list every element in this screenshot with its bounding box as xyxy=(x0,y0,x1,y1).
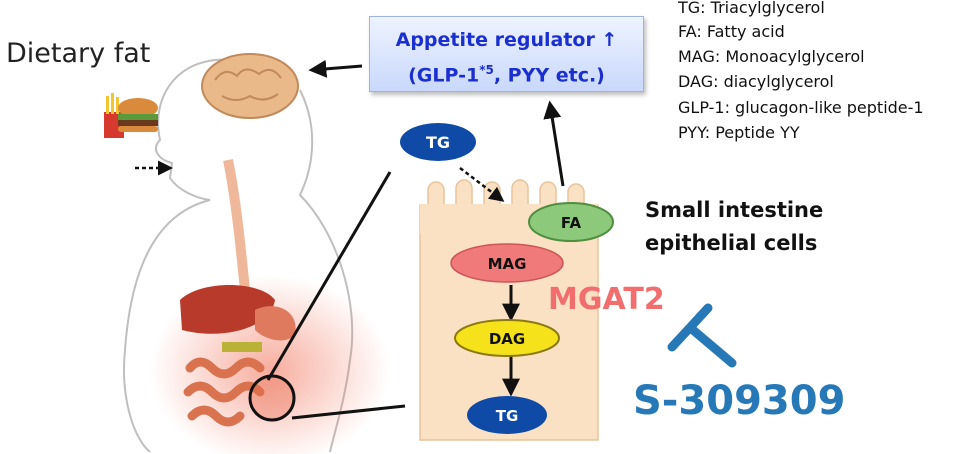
node-dag: DAG xyxy=(454,319,560,357)
food-icon xyxy=(104,93,158,138)
inhibition-symbol xyxy=(667,303,737,368)
node-tg-top: TG xyxy=(400,123,476,161)
fa-to-regulator-arrow xyxy=(543,100,565,187)
svg-text:MAG: MAG xyxy=(488,255,527,273)
intestine-icon xyxy=(183,357,265,427)
svg-text:FA: FA xyxy=(561,214,582,232)
enzyme-label: MGAT2 xyxy=(548,282,665,317)
regulator-line2: (GLP-1*5, PYY etc.) xyxy=(370,55,643,90)
legend-item: GLP-1: glucagon-like peptide-1 xyxy=(678,98,924,117)
node-tg-bottom: TG xyxy=(467,396,547,434)
intestine-zoom-circle xyxy=(248,374,296,422)
svg-text:DAG: DAG xyxy=(489,330,525,348)
svg-text:TG: TG xyxy=(496,407,519,425)
legend-item: FA: Fatty acid xyxy=(678,22,785,41)
brain-icon xyxy=(201,53,299,119)
regulator-line2-suffix: , PYY etc.) xyxy=(493,64,605,87)
regulator-line1: Appetite regulator ↑ xyxy=(395,29,618,51)
digestive-organs xyxy=(180,285,296,352)
regulator-line2-prefix: (GLP-1 xyxy=(408,64,480,87)
zoom-line-bottom xyxy=(291,404,406,420)
regulator-line2-sup: *5 xyxy=(479,63,494,77)
regulator-to-brain-arrow xyxy=(308,59,363,78)
legend-item: DAG: diacylglycerol xyxy=(678,72,834,91)
tg-absorb-arrow xyxy=(459,167,505,202)
zoom-line-top xyxy=(266,171,392,381)
legend-item: MAG: Monoacylglycerol xyxy=(678,47,865,66)
legend-item: TG: Triacylglycerol xyxy=(678,0,825,17)
svg-text:TG: TG xyxy=(426,133,450,152)
legend-item: PYY: Peptide YY xyxy=(678,123,800,142)
inhibitor-label: S-309309 xyxy=(633,378,846,424)
cell-title: Small intestine epithelial cells xyxy=(645,198,824,255)
dietary-fat-label: Dietary fat xyxy=(6,38,151,69)
appetite-regulator-box: Appetite regulator ↑ (GLP-1*5, PYY etc.) xyxy=(369,16,644,92)
node-mag: MAG xyxy=(450,243,564,283)
node-fa: FA xyxy=(528,202,614,242)
